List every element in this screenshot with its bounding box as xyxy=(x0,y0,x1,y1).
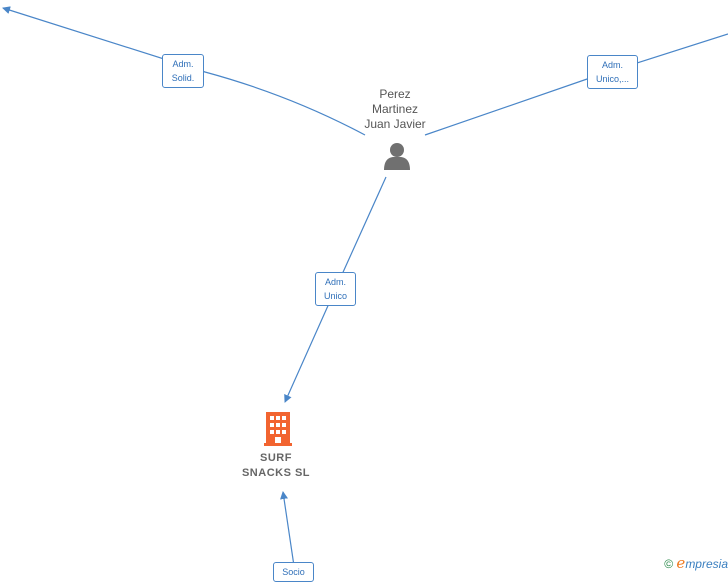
brand-initial: e xyxy=(676,554,686,572)
edge-label-line2: Unico xyxy=(323,291,347,301)
edge-adm-solid[interactable] xyxy=(2,6,366,136)
edge-label-line2: Unico,... xyxy=(595,74,629,84)
person-name-line2: Martinez xyxy=(371,102,418,116)
copyright-symbol: © xyxy=(664,557,674,571)
building-icon[interactable] xyxy=(264,412,292,446)
edge-label-adm-unico[interactable]: Adm. Unico xyxy=(315,272,356,306)
edge-label-line1: Adm. xyxy=(172,59,194,69)
edge-adm-unico-truncated[interactable] xyxy=(424,33,728,136)
brand-watermark: © empresia xyxy=(664,554,728,572)
edge-label-line2: Solid. xyxy=(171,73,195,83)
edge-label-socio[interactable]: Socio xyxy=(273,562,314,582)
edge-socio[interactable] xyxy=(280,491,295,567)
brand-name-rest: mpresia xyxy=(685,557,728,571)
person-icon[interactable] xyxy=(384,143,410,170)
edge-label-adm-unico-truncated[interactable]: Adm. Unico,... xyxy=(587,55,638,89)
company-name-line1: SURF xyxy=(260,452,292,464)
person-name-line1: Perez xyxy=(379,87,411,101)
person-name-line3: Juan Javier xyxy=(364,117,426,131)
company-node-label[interactable]: SURF SNACKS SL xyxy=(226,451,326,481)
edge-label-line1: Socio xyxy=(282,567,305,577)
edge-label-line1: Adm. xyxy=(601,60,623,70)
company-name-line2: SNACKS SL xyxy=(241,467,311,479)
person-node-label[interactable]: Perez Martinez Juan Javier xyxy=(355,87,435,132)
edge-label-line1: Adm. xyxy=(324,277,346,287)
edge-label-adm-solid[interactable]: Adm. Solid. xyxy=(162,54,204,88)
